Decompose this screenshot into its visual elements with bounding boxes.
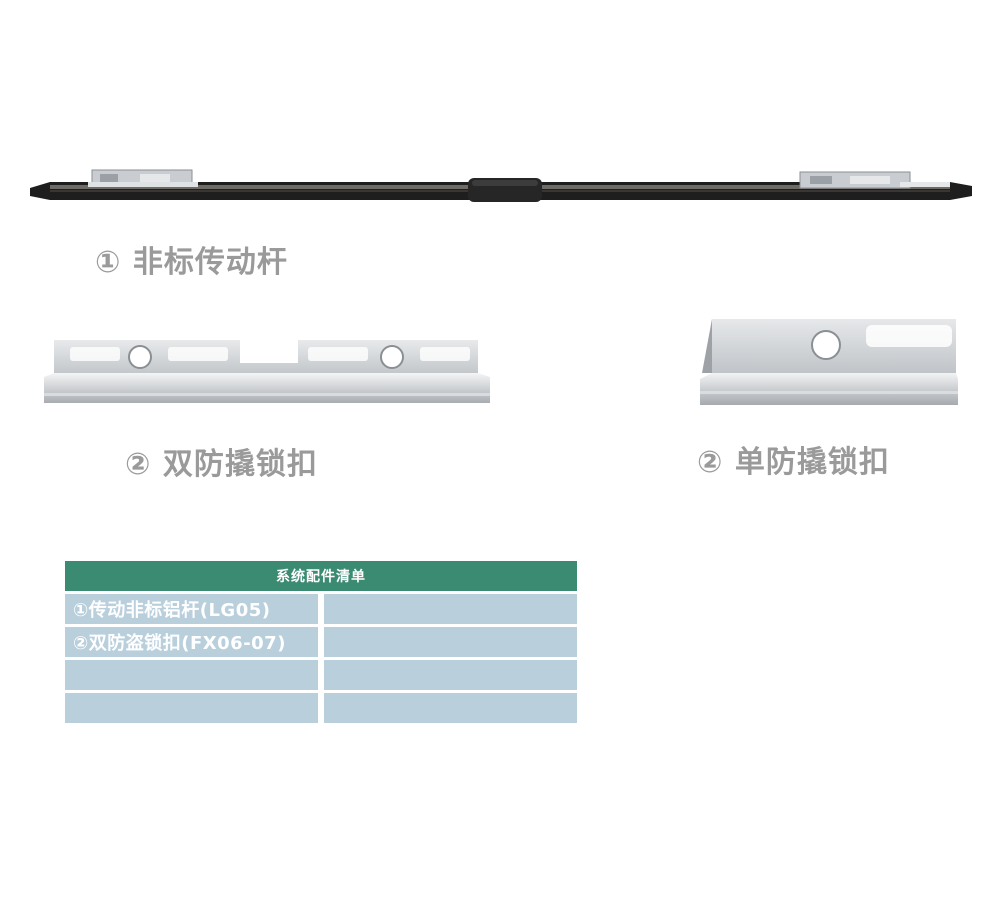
rod-caption: ① 非标传动杆 — [95, 245, 288, 280]
table-row: ②双防盗锁扣(FX06-07) — [65, 627, 577, 657]
accessory-list-table: 系统配件清单 ①传动非标铝杆(LG05) ②双防盗锁扣(FX06-07) — [65, 561, 577, 723]
table-row: ①传动非标铝杆(LG05) — [65, 594, 577, 624]
table-cell — [65, 660, 318, 690]
transmission-rod-image — [30, 169, 972, 202]
single-keeper-image — [700, 319, 958, 405]
table-cell — [65, 693, 318, 723]
double-keeper-image — [44, 340, 490, 403]
table-row — [65, 693, 577, 723]
table-cell: ①传动非标铝杆(LG05) — [65, 594, 318, 624]
table-cell — [324, 693, 577, 723]
table-cell — [324, 594, 577, 624]
table-cell: ②双防盗锁扣(FX06-07) — [65, 627, 318, 657]
table-cell — [324, 627, 577, 657]
double-keeper-caption: ② 双防撬锁扣 — [125, 447, 318, 482]
table-header: 系统配件清单 — [65, 561, 577, 591]
table-cell — [324, 660, 577, 690]
single-keeper-caption: ② 单防撬锁扣 — [697, 445, 890, 480]
table-row — [65, 660, 577, 690]
